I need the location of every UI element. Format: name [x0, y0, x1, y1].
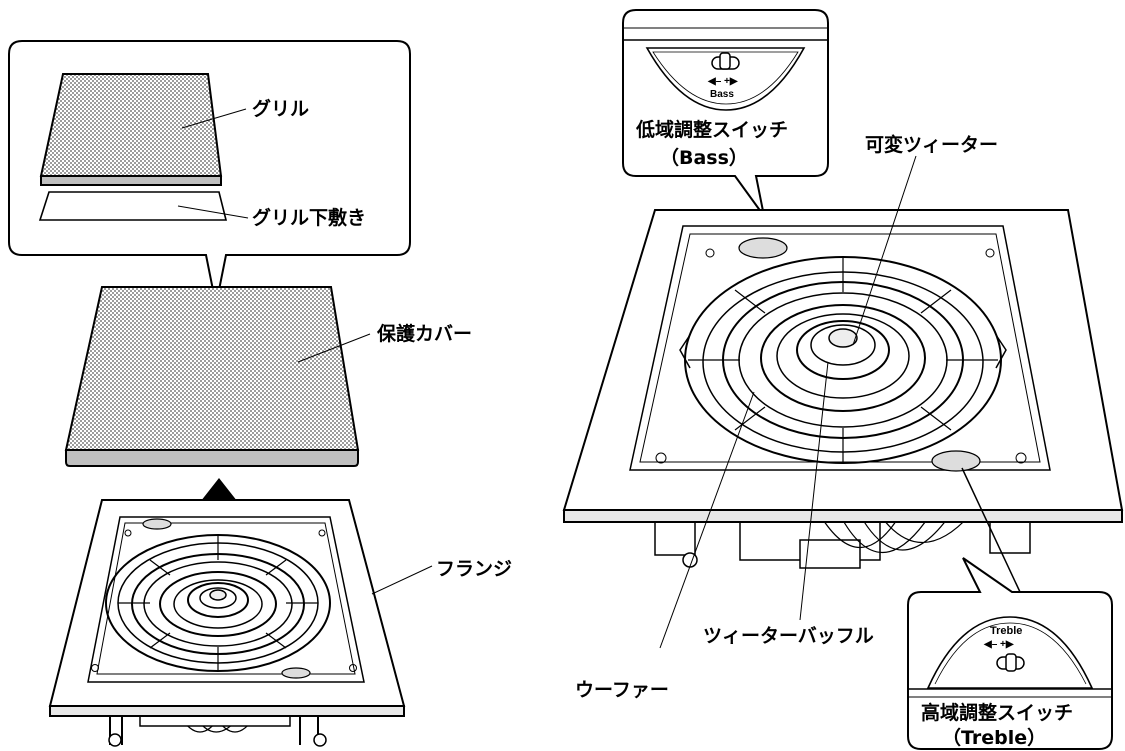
treble-switch-sub: （Treble） — [942, 726, 1046, 749]
grille-label: グリル — [252, 97, 309, 120]
bass-switch-plate — [645, 47, 806, 111]
bass-switch-sub: （Bass） — [660, 146, 748, 169]
speaker-left — [48, 499, 406, 747]
variable-tweeter-leader — [852, 155, 917, 346]
woofer-leader — [659, 391, 755, 649]
grille — [39, 73, 223, 186]
variable-tweeter-label: 可変ツィーター — [865, 133, 998, 156]
bass-switch-minus-plus: ◀– +▶ — [707, 76, 739, 87]
grille-underlay-leader — [177, 205, 249, 219]
grille-leader — [181, 108, 247, 129]
treble-switch-title: 高域調整スイッチ — [921, 701, 1073, 724]
tweeter-baffle-label: ツィーターバッフル — [703, 625, 874, 647]
flange-leader — [371, 565, 433, 595]
woofer-label: ウーファー — [575, 679, 669, 701]
grille-underlay-label: グリル下敷き — [252, 206, 366, 229]
treble-switch-mark: Treble — [990, 625, 1022, 637]
grille-underlay — [38, 191, 228, 221]
flange-label: フランジ — [436, 558, 512, 580]
protective-cover-leader — [297, 333, 371, 363]
protective-cover — [64, 286, 360, 467]
bass-switch-mark: Bass — [710, 89, 734, 100]
treble-switch-leader — [961, 467, 1021, 593]
speaker-right — [562, 209, 1124, 569]
bass-switch-callout-box — [622, 9, 829, 217]
bass-switch-title: 低域調整スイッチ — [635, 118, 788, 141]
protective-cover-label: 保護カバー — [376, 322, 472, 345]
treble-switch-plate — [926, 616, 1094, 689]
tweeter-baffle-leader — [799, 361, 829, 621]
treble-switch-minus-plus: ◀– +▶ — [983, 639, 1015, 650]
